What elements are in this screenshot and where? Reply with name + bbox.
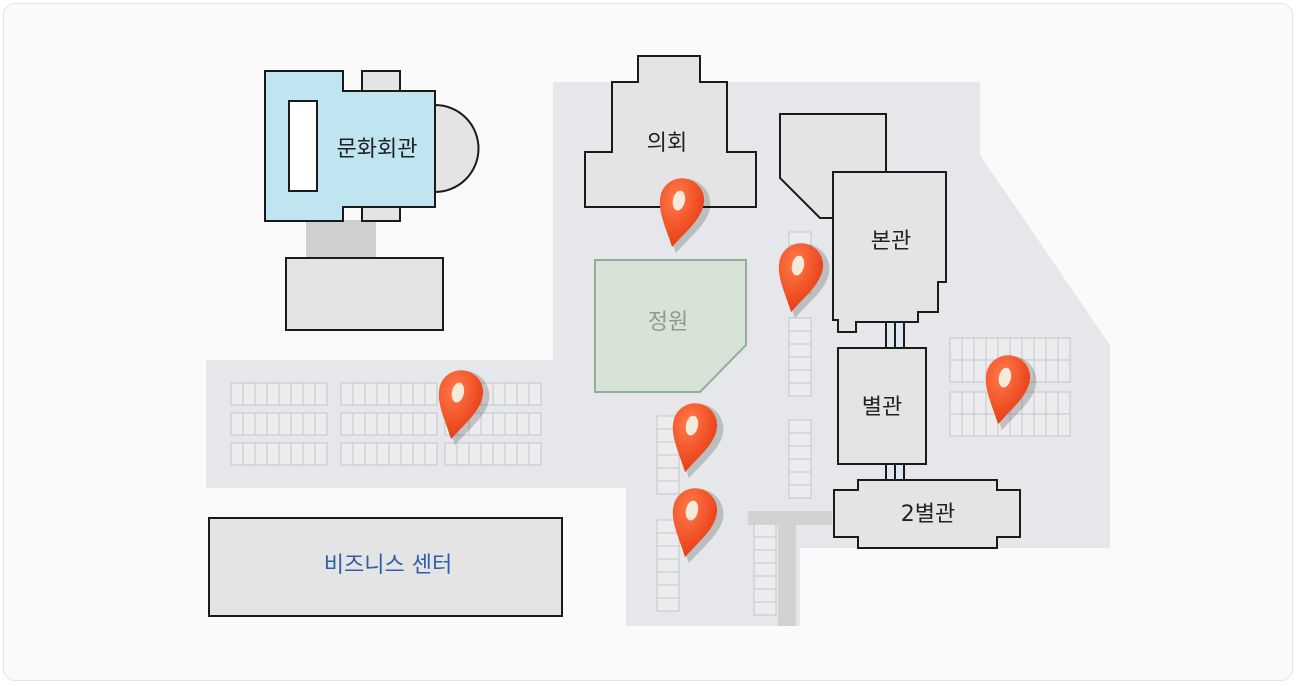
map-pin-icon[interactable] <box>976 351 1041 435</box>
label-annex2: 2별관 <box>901 502 955 527</box>
label-annex: 별관 <box>862 395 902 420</box>
main-building[interactable] <box>779 113 947 333</box>
annex-building[interactable] <box>837 347 927 465</box>
garden[interactable] <box>594 259 747 393</box>
map-pins <box>429 174 1041 568</box>
label-garden: 정원 <box>648 310 688 335</box>
culture-hall[interactable] <box>264 70 480 331</box>
map-pin-icon[interactable] <box>663 399 728 483</box>
annex2-building[interactable] <box>833 479 1021 549</box>
map-pin-icon[interactable] <box>429 366 494 450</box>
label-culture-hall: 문화회관 <box>337 137 418 162</box>
label-business-center: 비즈니스 센터 <box>324 553 452 578</box>
map-pin-icon[interactable] <box>663 484 728 568</box>
label-council: 의회 <box>647 131 687 156</box>
business-center[interactable] <box>208 517 563 617</box>
label-main-building: 본관 <box>871 229 911 254</box>
council-building[interactable] <box>584 55 757 208</box>
service-road <box>748 511 832 626</box>
map-pin-icon[interactable] <box>769 239 834 323</box>
map-pin-icon[interactable] <box>650 174 715 258</box>
